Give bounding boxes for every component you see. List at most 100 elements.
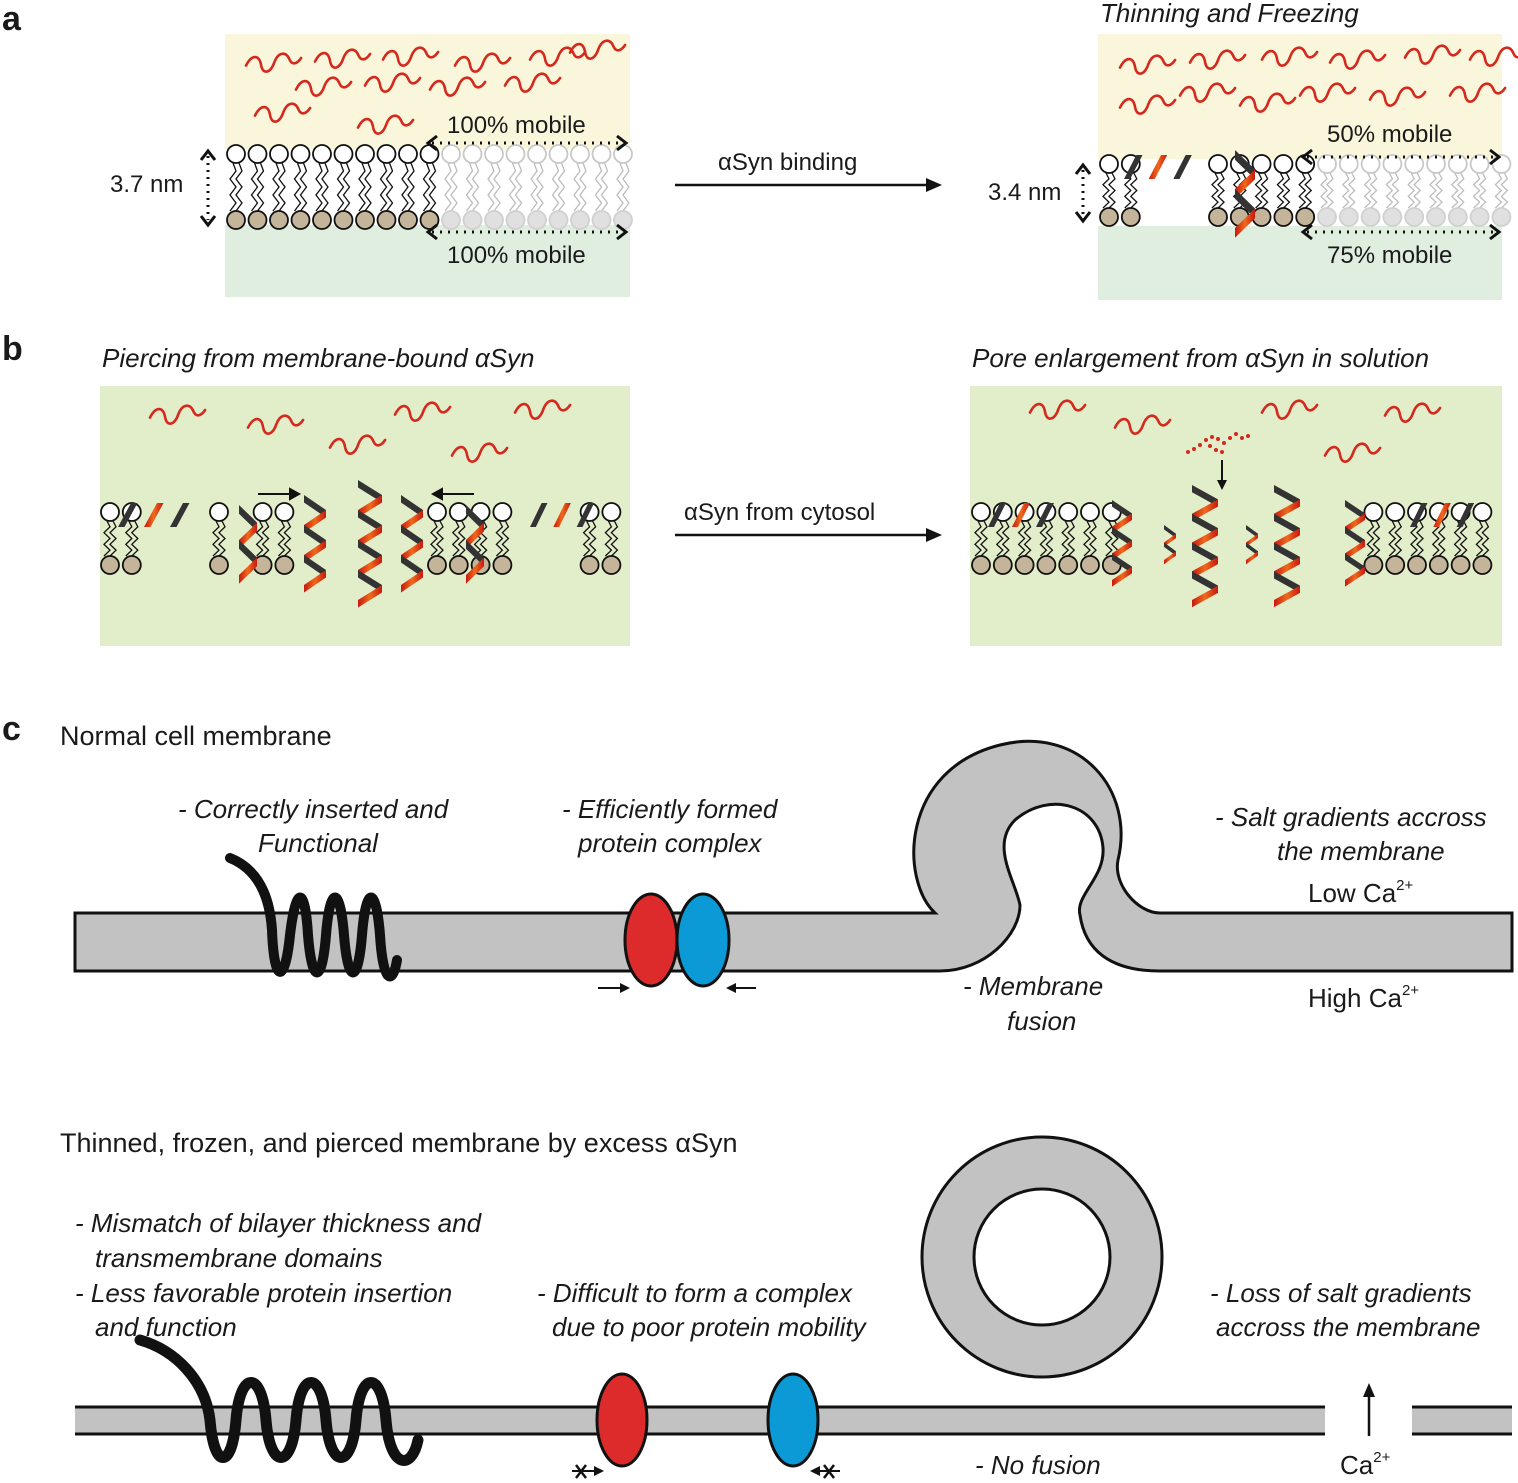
asyn-molecule: [1323, 442, 1382, 463]
lipid: [462, 144, 483, 230]
lipid: [1404, 154, 1425, 227]
lipid: [100, 502, 120, 575]
complex-note-1: - Efficiently formed: [562, 794, 779, 824]
right-bottom-mobility-arrow: [1300, 223, 1502, 241]
ca-label: Ca2+: [1340, 1449, 1391, 1480]
inserted-asyn-helix: [1345, 500, 1365, 587]
left-bottom-mobile-label: 100% mobile: [447, 242, 586, 269]
thinned-membrane: [75, 1405, 1512, 1436]
inserted-asyn-helix: [358, 480, 382, 608]
asyn-molecule: [244, 52, 303, 73]
lipid: [1385, 502, 1406, 575]
asyn-molecule: [513, 399, 572, 420]
asyn-molecule: [294, 76, 353, 97]
asyn-molecule: [568, 39, 627, 60]
right-top-mobility-arrow: [1300, 148, 1502, 166]
lipid: [548, 144, 569, 230]
salt-note-2: the membrane: [1277, 836, 1445, 866]
lipid: [591, 144, 612, 230]
lipid: [1426, 154, 1446, 227]
asyn-molecule: [528, 46, 587, 67]
asyn-molecule: [253, 102, 312, 123]
asyn-molecule: [148, 404, 207, 425]
inserted-asyn-helix: [1164, 525, 1176, 565]
inserted-asyn-helix: [304, 495, 326, 593]
panel-b-left-membrane: [100, 386, 630, 646]
lipid: [269, 144, 289, 230]
complex-note-2: protein complex: [577, 828, 763, 858]
asyn-molecule: [1403, 44, 1462, 65]
normal-membrane: [73, 739, 1514, 973]
asyn-molecule: [1383, 402, 1442, 423]
panel-a-right-membrane: [1098, 34, 1518, 300]
panel-b-right-membrane: [970, 386, 1502, 646]
insertion-note-2: and function: [95, 1312, 237, 1342]
lipid: [290, 144, 311, 230]
lipid: [1058, 502, 1079, 575]
lipid: [1428, 502, 1449, 575]
asyn-molecule: [450, 442, 509, 463]
lipid: [1363, 502, 1384, 575]
normal-transmembrane-protein: [225, 853, 402, 982]
mismatch-note-1: - Mismatch of bilayer thickness and: [75, 1208, 483, 1238]
high-ca-label: High Ca2+: [1308, 982, 1419, 1013]
left-thickness-label: 3.7 nm: [110, 171, 183, 198]
panel-b-letter: b: [2, 330, 23, 368]
panel-b-left-title: Piercing from membrane-bound αSyn: [102, 343, 534, 373]
left-top-mobile-label: 100% mobile: [447, 112, 586, 139]
panel-b-right-title: Pore enlargement from αSyn in solution: [972, 343, 1429, 373]
insertion-note-1: - Less favorable protein insertion: [75, 1278, 452, 1308]
lipid: [1099, 154, 1119, 227]
lipid-flow-arrows: [258, 487, 474, 501]
left-thickness-arrow: [199, 148, 217, 228]
lipid: [1317, 154, 1337, 227]
inserted-asyn-helix: [466, 505, 484, 584]
lipid: [1273, 154, 1294, 227]
asyn-molecule: [503, 72, 562, 93]
mismatched-transmembrane-protein: [134, 1334, 424, 1466]
panel-b-arrow-label: αSyn from cytosol: [684, 499, 875, 526]
asyn-molecule: [356, 114, 415, 135]
salt-loss-note-1: - Loss of salt gradients: [1210, 1278, 1472, 1308]
asyn-molecule: [1178, 82, 1237, 103]
asyn-molecule: [328, 434, 387, 455]
normal-protein-complex: [598, 892, 756, 993]
surface-asyn-helix: [988, 503, 1054, 527]
inserted-asyn-helix: [1235, 150, 1255, 238]
correct-insertion-note-2: Functional: [258, 828, 379, 858]
lipid: [1472, 502, 1493, 575]
lipid: [1338, 154, 1359, 227]
asyn-molecule: [428, 76, 487, 97]
lipid: [1120, 154, 1141, 227]
asyn-molecule: [453, 52, 512, 73]
separated-proteins: [572, 1372, 840, 1479]
inserted-asyn-helix: [1246, 525, 1258, 565]
complex-difficulty-note-1: - Difficult to form a complex: [537, 1278, 853, 1308]
asyn-molecule: [1260, 399, 1319, 420]
lipid: [226, 144, 246, 230]
panel-a-left-membrane: [225, 34, 633, 297]
asyn-molecule: [1298, 82, 1357, 103]
lipid: [252, 502, 273, 575]
lipid: [601, 502, 622, 575]
left-top-mobility-arrow: [425, 134, 629, 152]
low-ca-label: Low Ca2+: [1308, 877, 1413, 908]
inserted-asyn-helix: [239, 505, 257, 584]
lipid: [1295, 154, 1316, 227]
lipid: [274, 502, 295, 575]
unfused-vesicle: [920, 1135, 1164, 1379]
lipid: [333, 144, 354, 230]
inserted-asyn-helix: [401, 495, 423, 593]
inserted-asyn-helix: [1274, 485, 1300, 608]
asyn-molecule: [1238, 92, 1297, 113]
inserted-asyn-helix: [1192, 485, 1218, 608]
fusion-note-1: - Membrane: [963, 971, 1103, 1001]
insertion-arrow: [1217, 460, 1227, 490]
left-bottom-mobility-arrow: [425, 223, 629, 241]
lipid: [1208, 154, 1228, 227]
asyn-molecule: [1118, 94, 1177, 115]
surface-asyn-helix: [118, 503, 190, 527]
lipid: [355, 144, 375, 230]
panel-a-letter: a: [2, 0, 22, 38]
mismatch-note-2: transmembrane domains: [95, 1243, 383, 1273]
